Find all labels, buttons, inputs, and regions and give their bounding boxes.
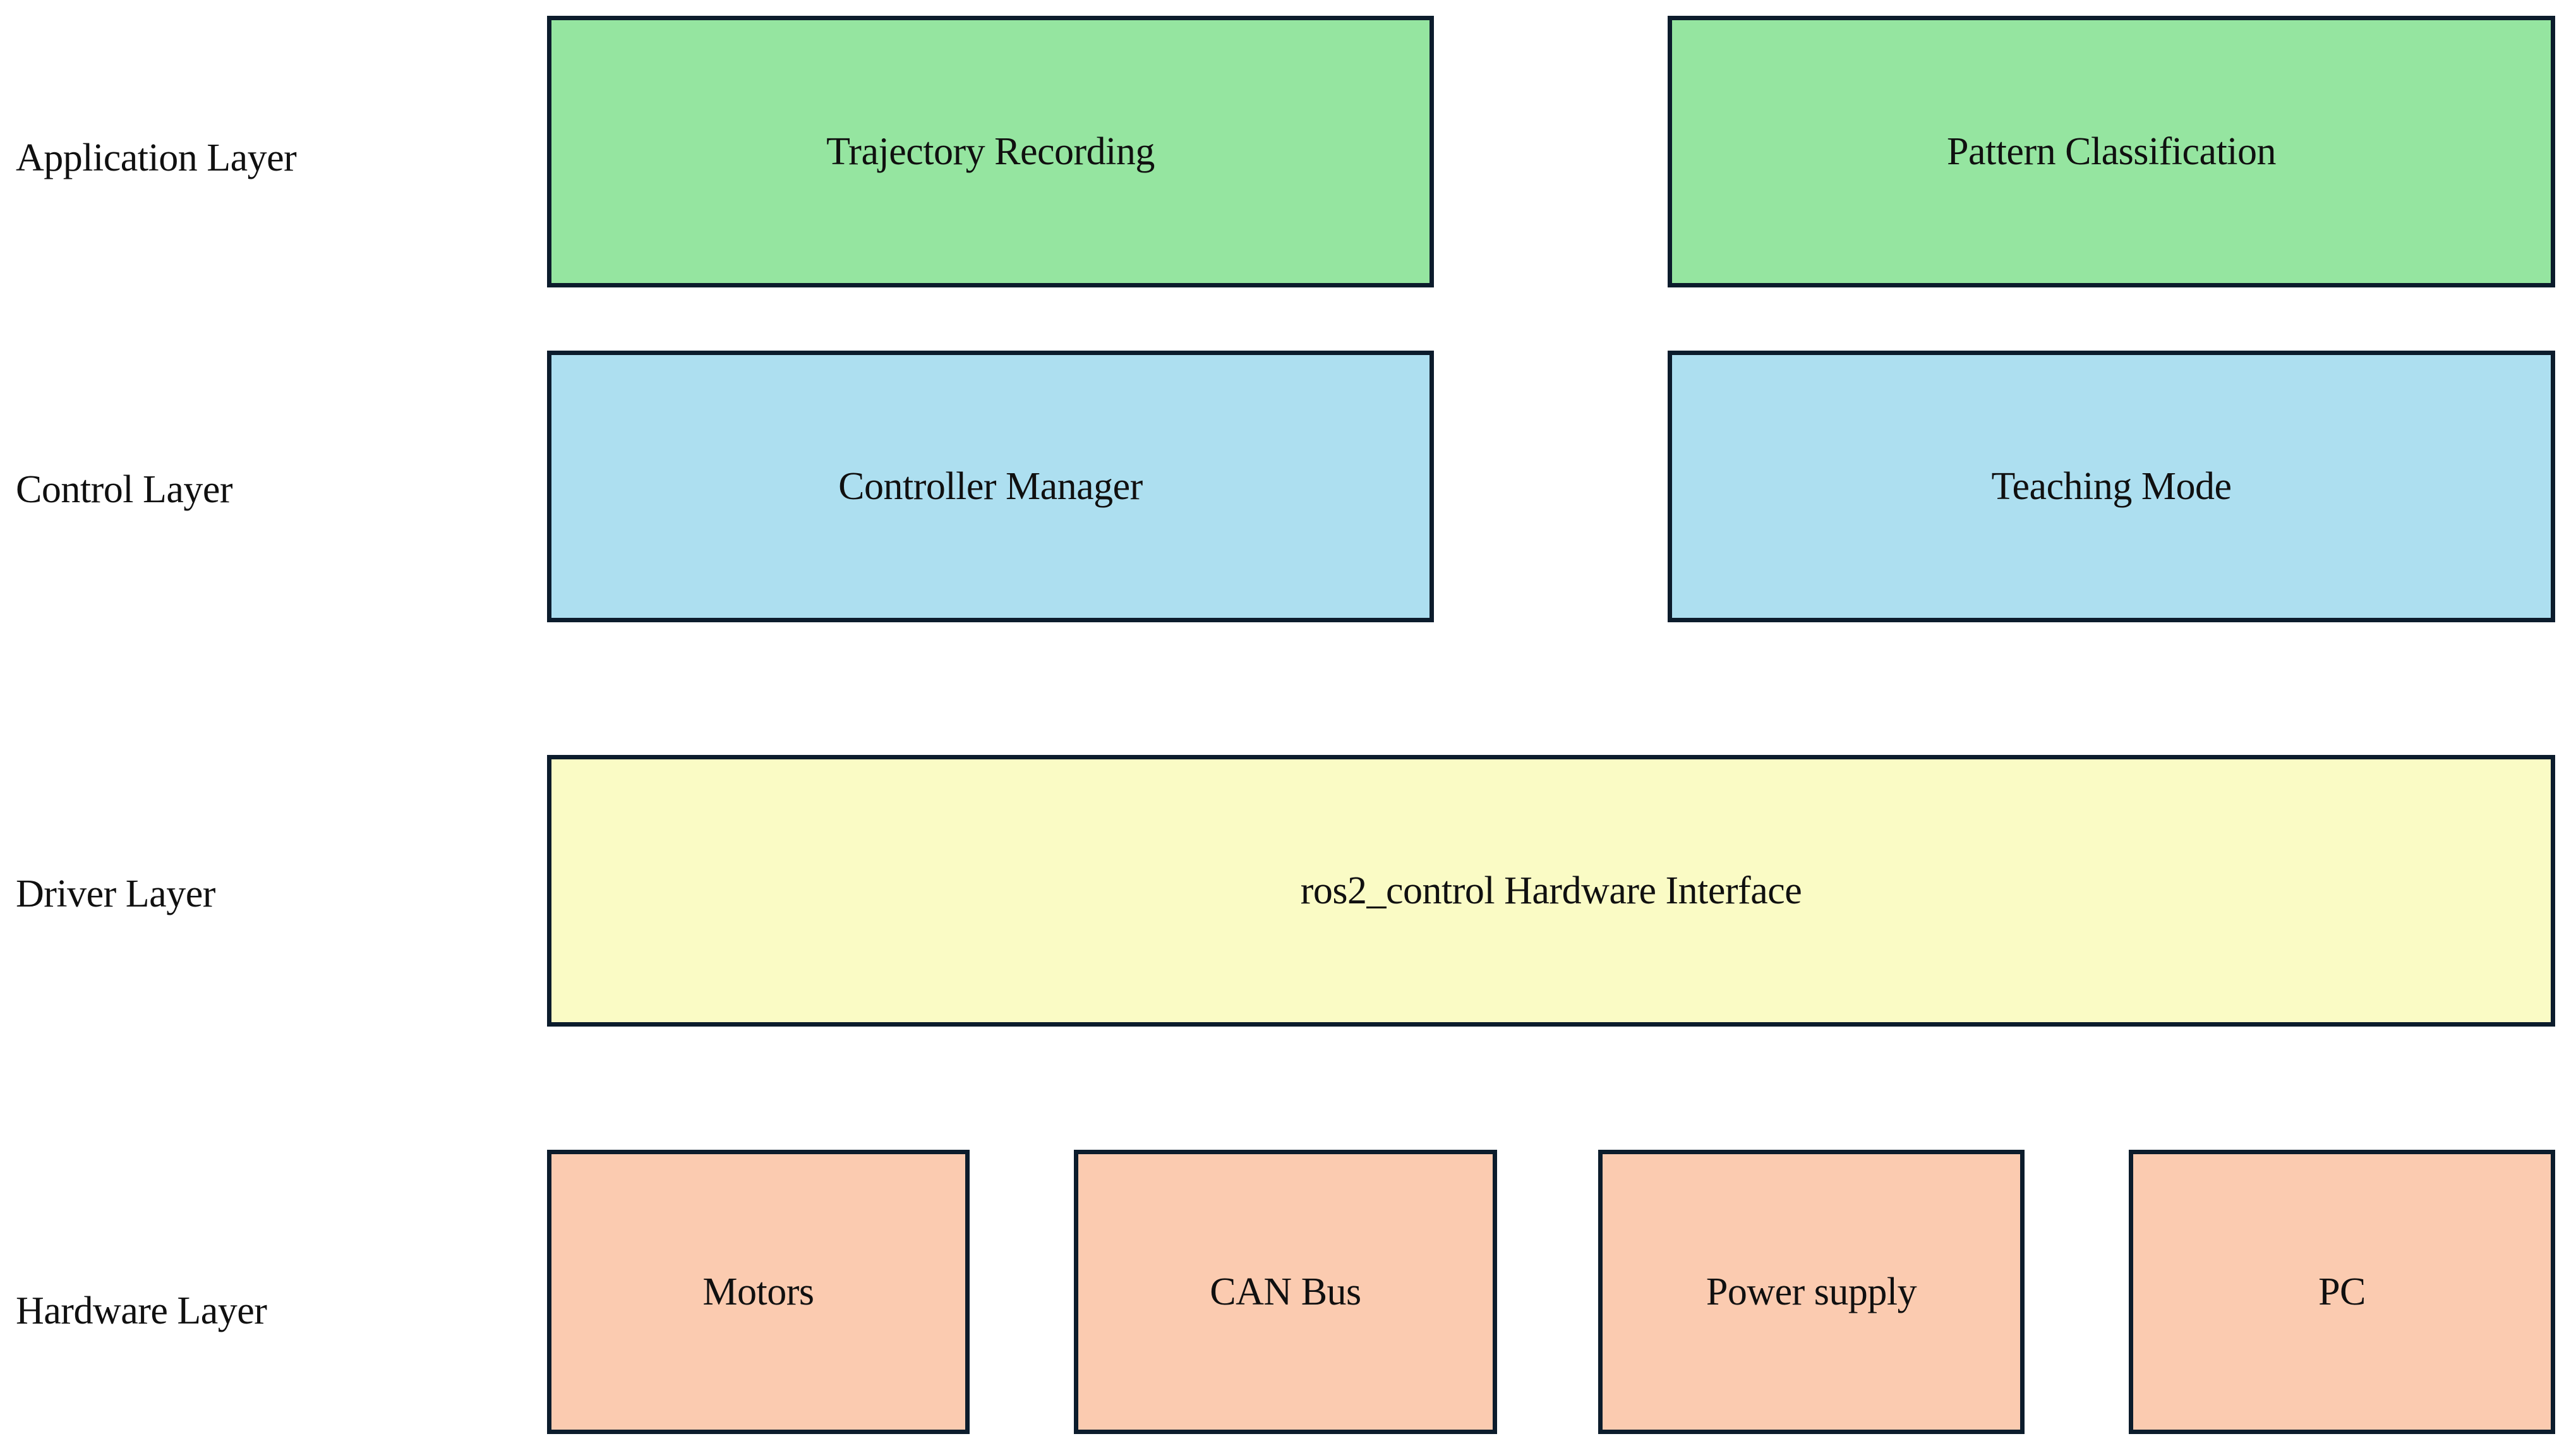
layer-label-driver-layer: Driver Layer [16, 872, 215, 915]
node-label: CAN Bus [1210, 1270, 1361, 1313]
node-label: PC [2318, 1270, 2366, 1313]
node-label: ros2_control Hardware Interface [1300, 869, 1802, 912]
node-motors: Motors [547, 1150, 970, 1434]
layer-label-hardware-layer: Hardware Layer [16, 1289, 267, 1332]
node-pattern-classification: Pattern Classification [1668, 16, 2555, 287]
node-label: Pattern Classification [1946, 130, 2277, 173]
node-teaching-mode: Teaching Mode [1668, 351, 2555, 622]
node-ros2-control-hardware-interface: ros2_control Hardware Interface [547, 755, 2555, 1027]
node-label: Controller Manager [838, 464, 1143, 508]
node-power-supply: Power supply [1598, 1150, 2025, 1434]
node-label: Trajectory Recording [826, 130, 1155, 173]
node-trajectory-recording: Trajectory Recording [547, 16, 1434, 287]
node-label: Power supply [1706, 1270, 1917, 1313]
node-pc: PC [2129, 1150, 2555, 1434]
node-label: Teaching Mode [1991, 464, 2232, 508]
layer-label-control-layer: Control Layer [16, 468, 233, 511]
node-label: Motors [702, 1270, 814, 1313]
node-can-bus: CAN Bus [1074, 1150, 1497, 1434]
layer-label-application-layer: Application Layer [16, 136, 297, 179]
node-controller-manager: Controller Manager [547, 351, 1434, 622]
